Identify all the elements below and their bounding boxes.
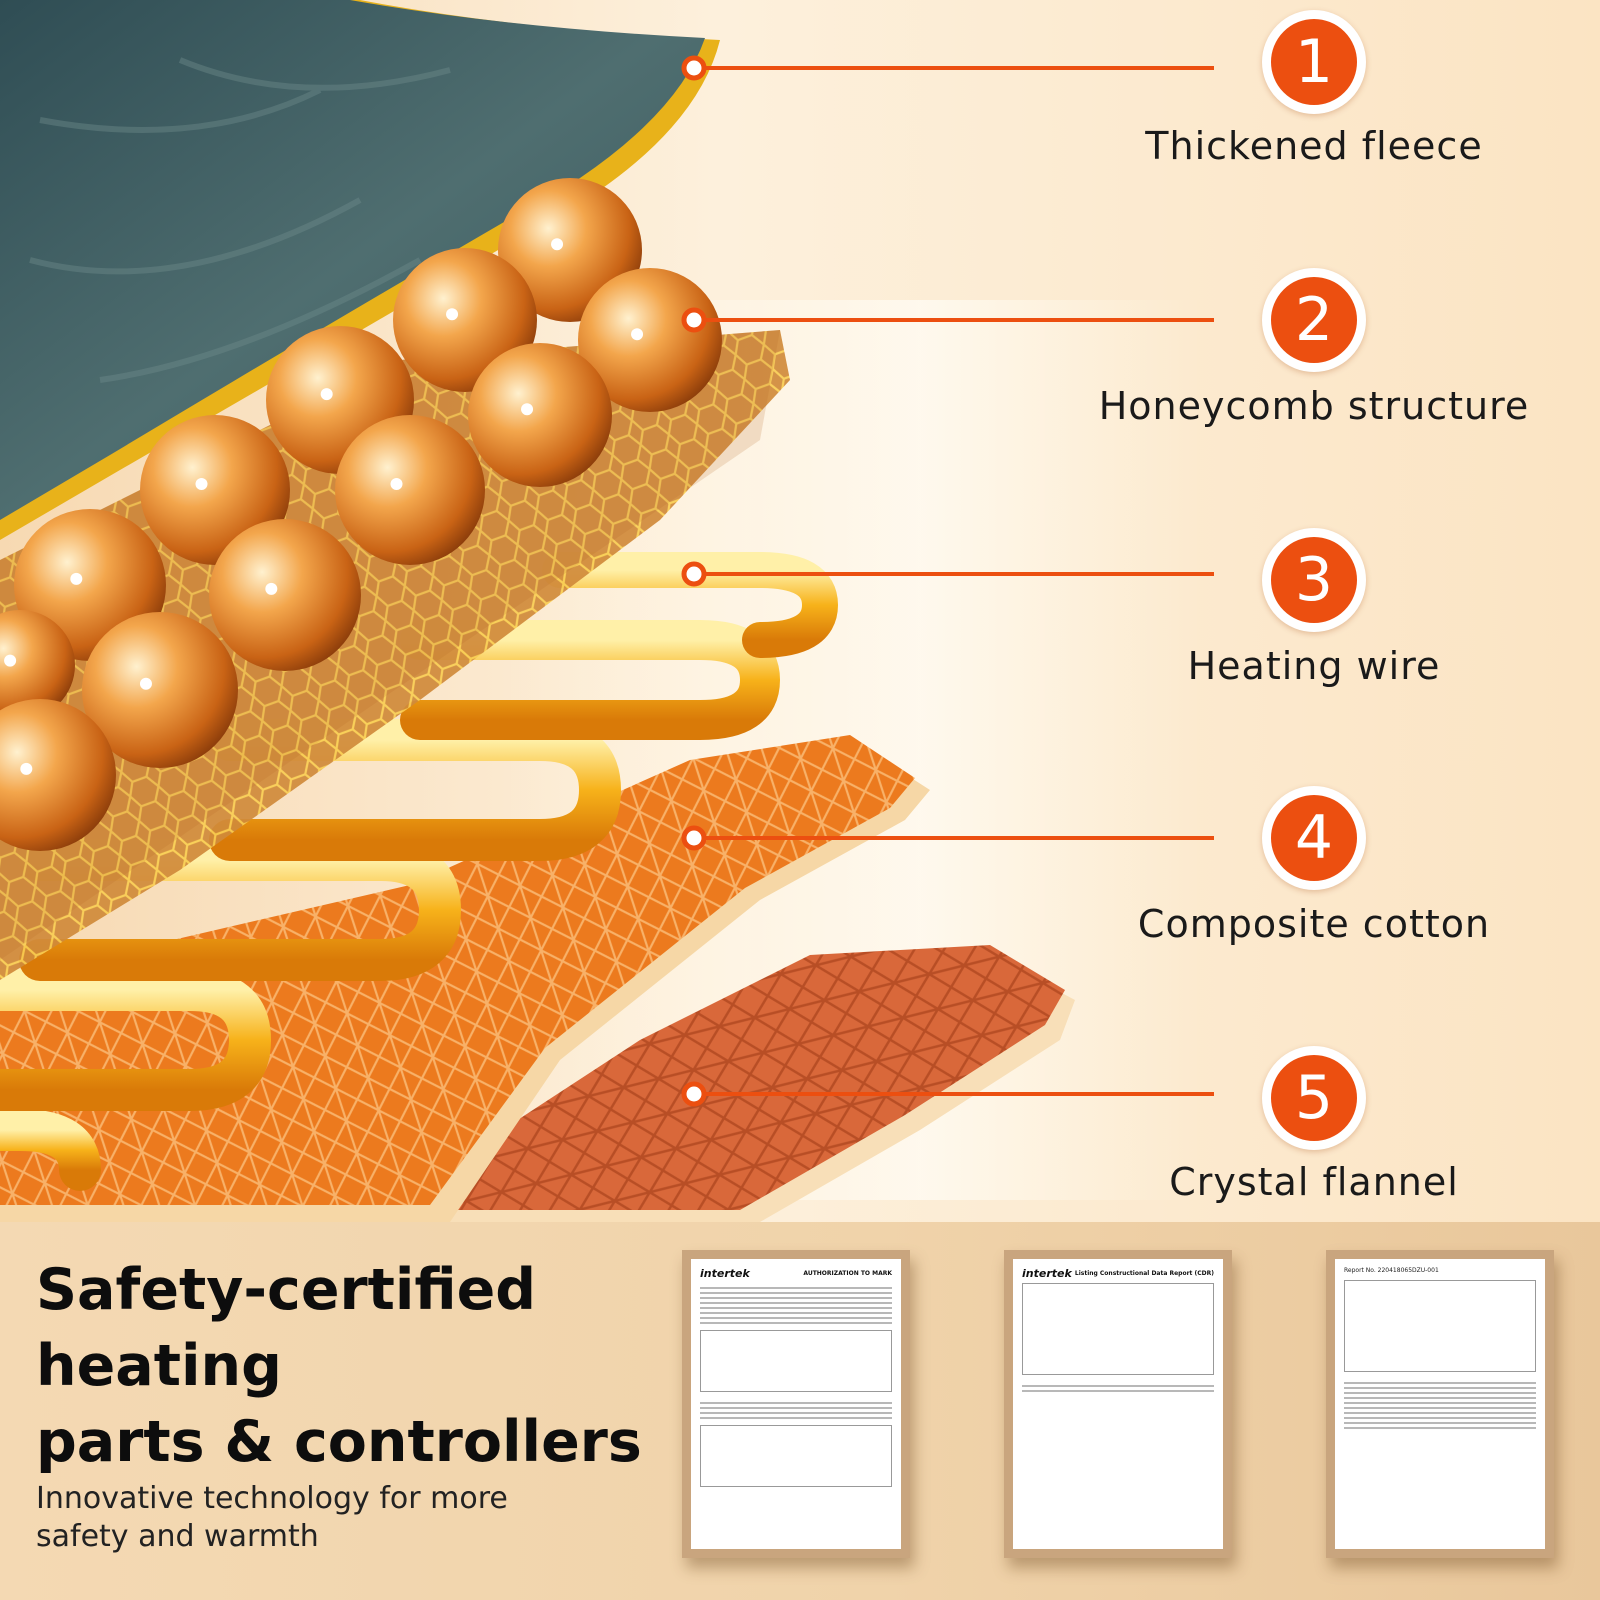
leader-dot-4 bbox=[681, 825, 707, 851]
layer-3-heating-wire bbox=[0, 552, 839, 1191]
layer-1-thickened-fleece bbox=[0, 0, 720, 540]
sphere-12 bbox=[0, 699, 116, 851]
subheadline-line-2: safety and warmth bbox=[36, 1519, 319, 1554]
sphere-7 bbox=[335, 415, 485, 565]
leader-dot-1 bbox=[681, 55, 707, 81]
leader-dot-2 bbox=[681, 307, 707, 333]
certificate-3-table bbox=[1344, 1280, 1536, 1372]
certificate-2-brand: intertek bbox=[1022, 1267, 1072, 1280]
sphere-highlight-1 bbox=[551, 238, 564, 251]
leader-dot-5 bbox=[681, 1081, 707, 1107]
layer-5-crystal-flannel bbox=[380, 945, 1075, 1222]
sphere-highlight-5 bbox=[521, 403, 534, 416]
sphere-3 bbox=[578, 268, 722, 412]
certificate-1-brand: intertek bbox=[700, 1267, 750, 1280]
sphere-highlight-11 bbox=[4, 654, 17, 667]
sphere-10 bbox=[82, 612, 238, 768]
layer-5-label: Crystal flannel bbox=[1169, 1160, 1459, 1204]
certificate-1-text bbox=[700, 1287, 892, 1324]
sphere-highlight-3 bbox=[631, 328, 644, 341]
sphere-highlight-9 bbox=[265, 582, 278, 595]
layer-4-label: Composite cotton bbox=[1137, 902, 1491, 946]
leader-dot-3 bbox=[681, 561, 707, 587]
sphere-highlight-10 bbox=[139, 677, 152, 690]
layer-3-label: Heating wire bbox=[1187, 644, 1441, 688]
sphere-highlight-7 bbox=[390, 478, 403, 490]
certificate-2-table bbox=[1022, 1283, 1214, 1375]
leader-lines bbox=[681, 55, 1214, 1107]
certificate-1-text-2 bbox=[700, 1402, 892, 1419]
sphere-highlight-2 bbox=[446, 308, 459, 321]
sphere-highlight-6 bbox=[195, 478, 208, 490]
layer-2-label: Honeycomb structure bbox=[1098, 384, 1530, 428]
sphere-5 bbox=[468, 343, 612, 487]
headline: Safety-certified heating parts & control… bbox=[36, 1252, 676, 1480]
layer-2-number-badge: 2 bbox=[1262, 268, 1366, 372]
sphere-highlight-8 bbox=[70, 572, 83, 585]
certificate-3-report-number: Report No. 220418065DZU-001 bbox=[1344, 1267, 1439, 1274]
certificate-1-table-2 bbox=[700, 1425, 892, 1487]
sphere-9 bbox=[209, 519, 361, 671]
headline-line-2: heating bbox=[36, 1333, 282, 1399]
certificate-1: intertek AUTHORIZATION TO MARK bbox=[682, 1250, 910, 1558]
certificate-1-title: AUTHORIZATION TO MARK bbox=[803, 1270, 892, 1277]
certificate-2-title: Listing Constructional Data Report (CDR) bbox=[1074, 1270, 1214, 1277]
subheadline: Innovative technology for more safety an… bbox=[36, 1480, 636, 1556]
sphere-11 bbox=[0, 610, 75, 720]
subheadline-line-1: Innovative technology for more bbox=[36, 1481, 508, 1516]
certificate-3-text bbox=[1344, 1382, 1536, 1429]
headline-line-3: parts & controllers bbox=[36, 1409, 642, 1475]
layer-1-label: Thickened fleece bbox=[1145, 124, 1483, 168]
certificate-3-paper: Report No. 220418065DZU-001 bbox=[1335, 1259, 1545, 1549]
certificate-2: intertek Listing Constructional Data Rep… bbox=[1004, 1250, 1232, 1558]
layer-5-number-badge: 5 bbox=[1262, 1046, 1366, 1150]
layer-4-number-badge: 4 bbox=[1262, 786, 1366, 890]
headline-line-1: Safety-certified bbox=[36, 1257, 537, 1323]
certificate-2-text bbox=[1022, 1385, 1214, 1392]
layer-2-balls bbox=[0, 178, 722, 851]
sphere-highlight-4 bbox=[320, 388, 333, 401]
certificate-1-paper: intertek AUTHORIZATION TO MARK bbox=[691, 1259, 901, 1549]
layer-3-number-badge: 3 bbox=[1262, 528, 1366, 632]
sphere-highlight-12 bbox=[20, 762, 33, 775]
certificate-3: Report No. 220418065DZU-001 bbox=[1326, 1250, 1554, 1558]
certificate-1-table bbox=[700, 1330, 892, 1392]
certificate-2-paper: intertek Listing Constructional Data Rep… bbox=[1013, 1259, 1223, 1549]
layer-1-number-badge: 1 bbox=[1262, 10, 1366, 114]
